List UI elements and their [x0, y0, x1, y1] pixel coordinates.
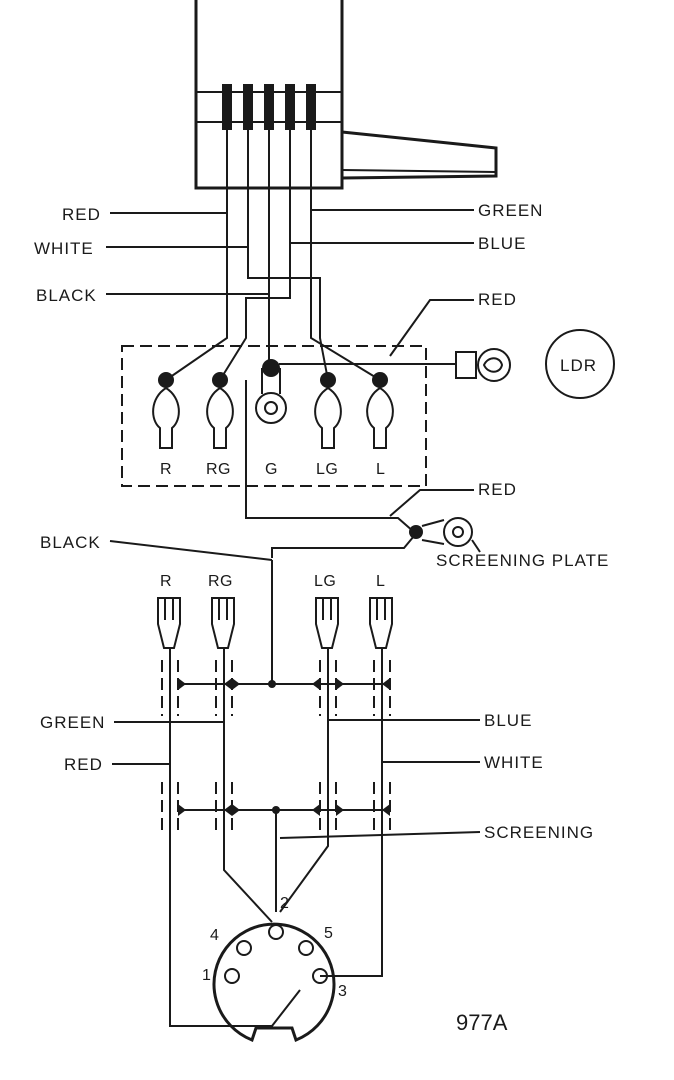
label-blue-bottom: BLUE	[484, 711, 532, 730]
screen-bus-lower	[178, 804, 390, 912]
label-white-top: WHITE	[34, 239, 94, 258]
terminal-G: G	[255, 359, 287, 478]
spade-connector-L	[369, 597, 393, 649]
terminal-label-G: G	[265, 461, 278, 478]
spade-connector-LG	[315, 597, 339, 649]
terminal-label-L: L	[376, 461, 385, 478]
label-red-top: RED	[62, 205, 101, 224]
terminal-LG: LG	[314, 372, 342, 478]
label-black-top: BLACK	[36, 286, 97, 305]
terminal-RG: RG	[206, 372, 234, 478]
connector-label-L: L	[376, 573, 385, 590]
din-pin-4: 4	[210, 927, 219, 944]
middle-wiring: RED BLACK SCREENING PLATE	[40, 380, 609, 570]
figure-id: 977A	[456, 1010, 508, 1035]
din-pin-5: 5	[324, 925, 333, 942]
lower-connectors: R RG LG L	[157, 573, 393, 649]
core-conductors	[169, 648, 383, 1027]
terminal-label-R: R	[160, 461, 172, 478]
top-wire-labels: RED WHITE BLACK GREEN BLUE RED	[34, 201, 543, 357]
bottom-wire-labels: GREEN RED BLUE WHITE SCREENING	[40, 711, 594, 842]
terminal-L: L	[366, 372, 394, 478]
plug-housing	[194, 0, 498, 190]
ldr-component: LDR	[545, 329, 615, 399]
label-red-screen: RED	[478, 480, 517, 499]
spade-connector-R	[157, 597, 181, 649]
screening-plate-lug-icon	[409, 517, 473, 547]
spade-connector-RG	[211, 597, 235, 649]
terminal-R: R	[152, 372, 180, 478]
label-black-mid: BLACK	[40, 533, 101, 552]
din-pin-3: 3	[338, 983, 347, 1000]
lamp-bulb-icon	[455, 348, 511, 382]
label-screening: SCREENING	[484, 823, 594, 842]
ldr-label: LDR	[560, 356, 597, 375]
terminal-label-RG: RG	[206, 461, 231, 478]
label-screening-plate: SCREENING PLATE	[436, 551, 609, 570]
label-blue-top: BLUE	[478, 234, 526, 253]
din-pin-1: 1	[202, 967, 211, 984]
screen-bus-upper	[178, 678, 390, 690]
label-green-bottom: GREEN	[40, 713, 105, 732]
connector-label-RG: RG	[208, 573, 233, 590]
label-green-top: GREEN	[478, 201, 543, 220]
upper-wires	[165, 130, 381, 381]
label-red-lamp: RED	[478, 290, 517, 309]
label-white-bottom: WHITE	[484, 753, 544, 772]
connector-label-LG: LG	[314, 573, 336, 590]
plug-pins	[222, 84, 316, 130]
connector-label-R: R	[160, 573, 172, 590]
terminal-label-LG: LG	[316, 461, 338, 478]
din-pin-2: 2	[280, 895, 289, 912]
label-red-bottom: RED	[64, 755, 103, 774]
din-socket-icon: 1 2 3 4 5	[202, 895, 347, 1042]
terminal-block-outline	[121, 345, 427, 487]
